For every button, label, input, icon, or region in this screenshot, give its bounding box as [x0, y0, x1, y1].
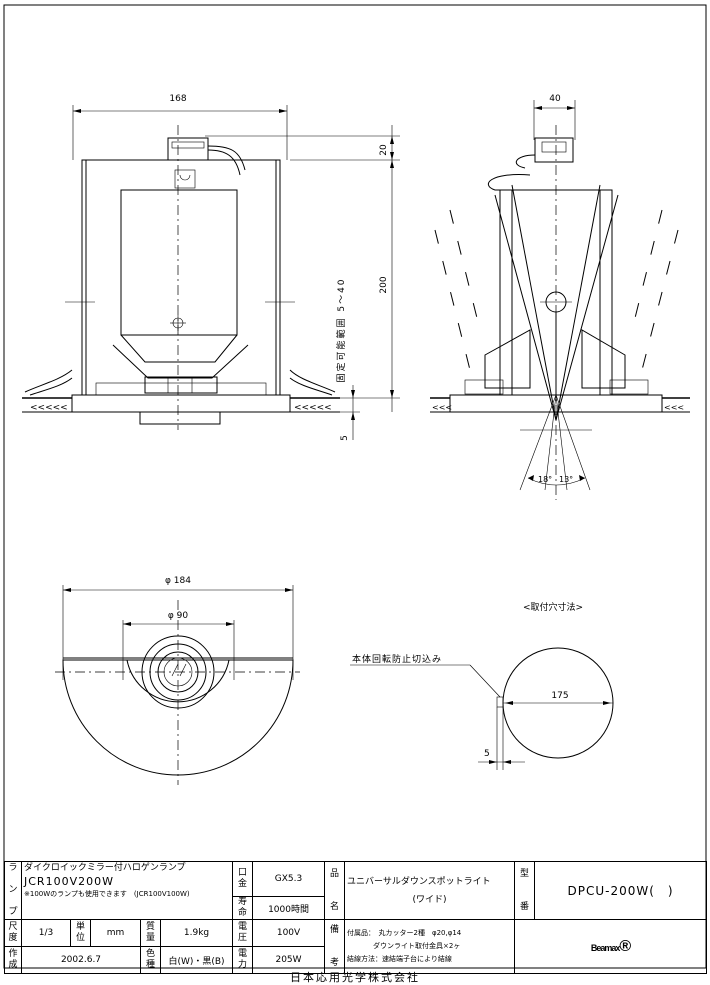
- lamp-info: ダイクロイックミラー付ハロゲンランプ JCR100V200W ※100Wのランプ…: [20, 861, 234, 920]
- dim-5: 5: [340, 435, 350, 441]
- svg-text:<<<<<: <<<<<: [294, 403, 332, 413]
- model-number: DPCU-200W( ): [534, 861, 708, 920]
- weight-label: 質量: [140, 919, 161, 947]
- voltage-label: 電圧: [232, 919, 254, 947]
- number-label: 型番: [514, 861, 536, 920]
- name-label: 品名: [324, 861, 346, 920]
- wiring: 結線方法：速結端子台により結線: [347, 955, 452, 963]
- life-label: 寿命: [232, 896, 254, 920]
- voltage-value: 100V: [252, 919, 326, 947]
- sheet-frame: [3, 4, 707, 969]
- product-name: ユニバーサルダウンスポットライト: [347, 876, 491, 887]
- bottom-view: φ 184 φ 90: [55, 576, 300, 785]
- dim-phi184: φ 184: [165, 576, 191, 586]
- base-value: GX5.3: [252, 861, 326, 897]
- dim-notch-5: 5: [484, 749, 490, 759]
- unit-value: mm: [90, 919, 141, 947]
- lamp-model: JCR100V200W: [24, 875, 114, 888]
- side-view: 40 <<< <<<: [430, 94, 690, 500]
- lamp-type: ダイクロイックミラー付ハロゲンランプ: [24, 863, 186, 873]
- color-value: 白(W)・黒(B): [159, 946, 234, 974]
- power-value: 205W: [252, 946, 326, 974]
- svg-text:<<<<<: <<<<<: [30, 403, 68, 413]
- dim-175: 175: [551, 691, 568, 701]
- dim-200: 200: [379, 276, 389, 293]
- angle-right: 13°: [559, 475, 573, 484]
- accessory: 付属品： 丸カッター2種 φ20,φ14: [347, 929, 462, 937]
- lamp-note: ※100Wのランプも使用できます (JCR100V100W): [24, 890, 190, 898]
- date-value: 2002.6.7: [21, 946, 141, 974]
- product-name-cell: ユニバーサルダウンスポットライト (ワイド): [344, 861, 516, 920]
- scale-label: 尺度: [4, 919, 22, 947]
- angle-left: 18°: [538, 475, 552, 484]
- color-label: 色種: [140, 946, 161, 974]
- product-sub: (ワイド): [412, 894, 447, 905]
- accessory2: ダウンライト取付金具×2ヶ: [373, 942, 461, 950]
- date-label: 作成: [4, 946, 22, 974]
- beamax-logo: Beamax®: [514, 919, 708, 974]
- dim-168: 168: [169, 94, 186, 104]
- cutout-detail: <取付穴寸法> 175 本体回転防止切込み 5: [350, 601, 614, 770]
- dim-40: 40: [549, 94, 561, 104]
- base-label: 口金: [232, 861, 254, 897]
- scale-value: 1/3: [21, 919, 71, 947]
- adjust-range: 固定可能範囲 5～40: [335, 277, 347, 382]
- cutout-title: <取付穴寸法>: [523, 601, 583, 613]
- company-name: 日本応用光学株式会社: [290, 971, 420, 984]
- dim-20: 20: [379, 144, 389, 156]
- weight-value: 1.9kg: [159, 919, 234, 947]
- svg-text:<<<: <<<: [432, 403, 452, 412]
- title-block: ランプ ダイクロイックミラー付ハロゲンランプ JCR100V200W ※100W…: [4, 861, 708, 974]
- front-view: 168 20 200 5 固定可能範囲 5～40: [22, 94, 400, 441]
- unit-label: 単位: [70, 919, 91, 947]
- remarks: 付属品： 丸カッター2種 φ20,φ14 ダウンライト取付金具×2ヶ 結線方法：…: [344, 919, 516, 974]
- notch-label: 本体回転防止切込み: [352, 653, 442, 665]
- svg-text:<<<: <<<: [664, 403, 684, 412]
- remarks-label: 備考: [324, 919, 346, 974]
- lamp-header: ランプ: [4, 861, 22, 920]
- life-value: 1000時間: [252, 896, 326, 920]
